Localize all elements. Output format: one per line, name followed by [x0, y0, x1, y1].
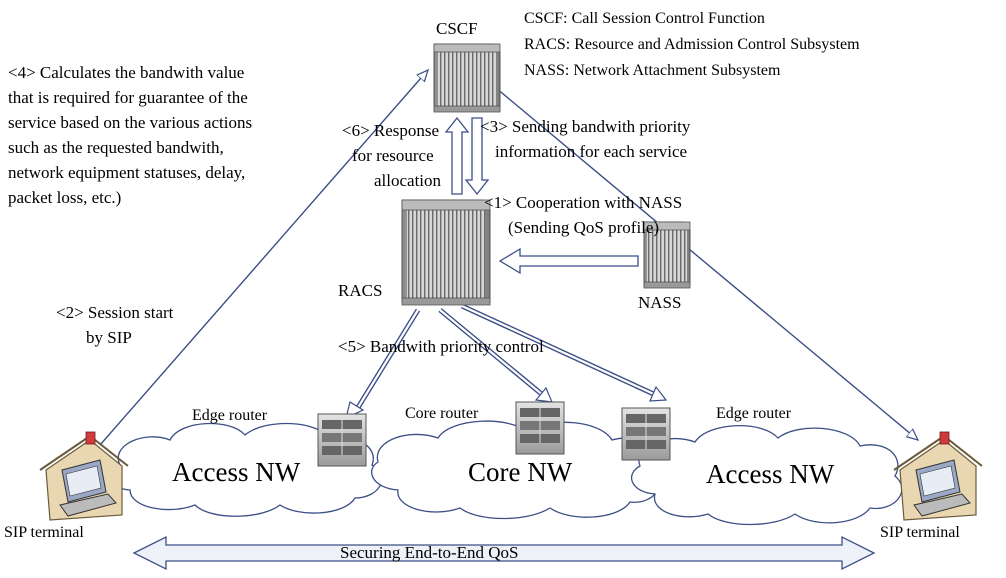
legend-line-cscf: CSCF: Call Session Control Function: [524, 10, 765, 27]
cscf-server: [433, 43, 501, 113]
step5-label: <5> Bandwith priority control: [338, 337, 544, 356]
nass-label: NASS: [638, 293, 681, 312]
edge-router-left-label: Edge router: [192, 407, 268, 424]
step3-line1: <3> Sending bandwith priority: [480, 117, 691, 136]
step6-line3: allocation: [374, 171, 442, 190]
racs-to-edge-router-left-arrow: [345, 308, 421, 420]
edge-router-right-label: Edge router: [716, 405, 792, 422]
legend-line-racs: RACS: Resource and Admission Control Sub…: [524, 36, 860, 53]
step2-line1: <2> Session start: [56, 303, 174, 322]
step1-line2: (Sending QoS profile): [508, 218, 659, 237]
sip-terminal-left-icon: [39, 431, 129, 521]
step2-line2: by SIP: [86, 328, 132, 347]
core-router: [515, 401, 565, 455]
nass-to-racs-arrow: [498, 247, 639, 275]
step1-line1: <1> Cooperation with NASS: [484, 193, 682, 212]
racs-server: [401, 199, 491, 306]
cscf-label: CSCF: [436, 19, 478, 38]
step4-line1: <4> Calculates the bandwith value: [8, 63, 244, 82]
qos-label: Securing End-to-End QoS: [340, 543, 518, 562]
cscf-to-racs-arrow: [464, 117, 490, 196]
step4-line6: packet loss, etc.): [8, 188, 121, 207]
sip-signal-line-left: [99, 70, 428, 446]
racs-to-core-router-arrow: [438, 308, 553, 403]
edge-router-left: [317, 413, 367, 467]
sip-terminal-right-label: SIP terminal: [880, 524, 960, 541]
legend-line-nass: NASS: Network Attachment Subsystem: [524, 62, 781, 79]
step4-line4: such as the requested bandwith,: [8, 138, 224, 157]
racs-to-cscf-arrow: [444, 116, 470, 195]
sip-terminal-right-icon: [893, 431, 983, 521]
step3-line2: information for each service: [495, 142, 687, 161]
racs-to-edge-router-right-arrow: [460, 303, 668, 402]
step6-line2: for resource: [352, 146, 434, 165]
access-nw-right-label: Access NW: [706, 459, 835, 489]
core-nw-label: Core NW: [468, 457, 573, 487]
racs-label: RACS: [338, 281, 382, 300]
step4-line3: service based on the various actions: [8, 113, 252, 132]
sip-terminal-left-label: SIP terminal: [4, 524, 84, 541]
edge-router-right: [621, 407, 671, 461]
access-nw-left-label: Access NW: [172, 457, 301, 487]
nass-server: [643, 221, 691, 289]
step4-line2: that is required for guarantee of the: [8, 88, 248, 107]
step6-line1: <6> Response: [342, 121, 439, 140]
core-router-label: Core router: [405, 405, 479, 422]
sip-signal-line-right: [495, 87, 918, 440]
step4-line5: network equipment statuses, delay,: [8, 163, 245, 182]
end-to-end-qos-arrow: [132, 535, 876, 571]
